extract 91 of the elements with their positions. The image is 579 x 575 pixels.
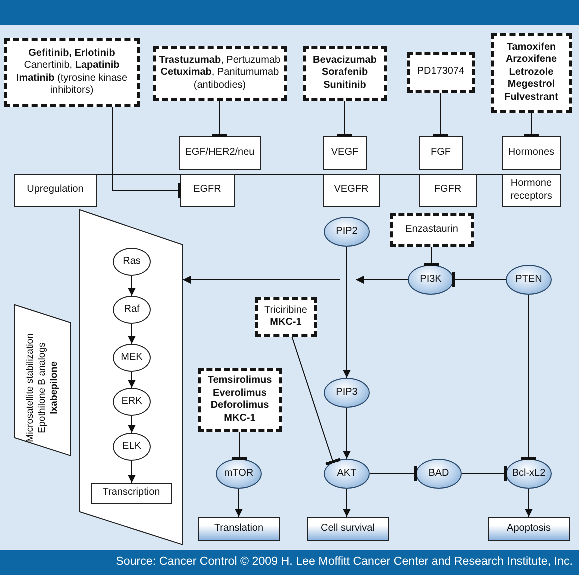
node-text: mTOR: [224, 468, 254, 480]
node-text: Hormones: [508, 146, 555, 160]
label-box: [179, 136, 261, 170]
arrow: [343, 246, 351, 378]
node-text: VEGFR: [334, 184, 369, 197]
node-text: Gefitinib, Erlotinib Canertinib, Lapatinib Imatinib (tyrosine kinase inhibitors): [15, 48, 129, 98]
node-text: Bevacizumab Sorafenib Sunitinib: [312, 54, 378, 92]
inhibition-line: [524, 112, 539, 138]
node-text: VEGF: [331, 146, 359, 160]
node-text: Raf: [124, 304, 140, 316]
node-text: PIP2: [336, 226, 358, 238]
node-text: EGFR: [194, 184, 222, 197]
node-text: PD173074: [417, 66, 465, 79]
node-text: Transcription: [102, 487, 160, 500]
arrow: [128, 372, 136, 388]
label-box: [502, 174, 561, 207]
node-text: Tamoxifen Arzoxifene Letrozole Megestrol Fulvestrant: [504, 42, 560, 104]
outcome-box: [488, 517, 570, 541]
arrow: [128, 416, 136, 434]
node-text: ELK: [122, 440, 142, 454]
node-text: Triciribine MKC-1: [264, 304, 308, 330]
node-text: Hormone receptors: [510, 178, 554, 203]
arrow: [235, 488, 243, 518]
inhibition-line: [452, 272, 506, 288]
node-text: EGF/HER2/neu: [185, 146, 255, 160]
inhibition-line: [212, 100, 228, 138]
source-caption: Source: Cancer Control © 2009 H. Lee Moffitt Cancer Center and Research Institute, Inc.: [116, 555, 573, 568]
node-text: Upregulation: [27, 184, 84, 197]
inhibition-line: [462, 466, 508, 482]
inhibitor-box: [407, 52, 475, 93]
node-text: MEK: [121, 352, 143, 364]
arrow: [356, 276, 408, 284]
inhibition-line: [112, 106, 182, 198]
label-box: [419, 136, 463, 170]
label-box: [14, 174, 97, 207]
inhibitor-box: [491, 33, 572, 113]
protein-ellipse: [216, 459, 262, 489]
inhibitor-box: [198, 368, 282, 432]
node-text: BAD: [428, 468, 450, 480]
node-text: Ras: [123, 256, 141, 268]
outcome-box: [307, 517, 389, 541]
label-box: [323, 136, 367, 170]
label-box: [180, 174, 235, 207]
node-text: PI3K: [420, 274, 442, 286]
inhibitor-box: [4, 38, 140, 107]
inhibition-line: [370, 466, 418, 482]
protein-ellipse: [416, 459, 462, 489]
node-text: AKT: [337, 468, 357, 480]
node-text: Cell survival: [321, 522, 375, 536]
node-text: PTEN: [516, 274, 542, 286]
protein-ellipse: [506, 459, 552, 489]
label-box: [419, 174, 477, 207]
arrow: [128, 324, 136, 344]
drug-text: Microsatellite stabilization Epothilone B analogs Ixabepilone: [25, 332, 61, 444]
inhibition-line: [522, 294, 536, 460]
pathway-panel: [80, 210, 183, 545]
outcome-box: [198, 517, 280, 541]
inhibitor-box: [255, 297, 317, 337]
protein-ellipse: [506, 265, 552, 295]
drug-panel: [15, 305, 71, 456]
node-text: Apoptosis: [507, 522, 551, 536]
label-box: [91, 483, 172, 504]
inhibition-line: [434, 92, 448, 138]
node-text: Temsirolimus Everolimus Deforolimus MKC-1: [206, 375, 274, 425]
inhibition-line: [424, 246, 440, 266]
protein-ellipse: [324, 217, 370, 247]
node-text: FGF: [431, 146, 451, 160]
label-box: [502, 136, 561, 170]
protein-ellipse: [324, 378, 370, 408]
node-text: Bcl-xL2: [512, 468, 546, 480]
protein-ellipse: [408, 265, 454, 295]
arrow: [525, 488, 533, 518]
inhibition-line: [292, 336, 341, 466]
arrow: [128, 460, 136, 484]
node-text: FGFR: [434, 184, 462, 197]
node-text: Trastuzumab, Pertuzumab Cetuximab, Panitumumab (antibodies): [158, 54, 282, 92]
inhibitor-box: [303, 46, 387, 101]
inhibitor-box: [390, 213, 474, 247]
arrow: [182, 276, 340, 284]
label-box: [323, 174, 380, 207]
node-text: ERK: [122, 396, 142, 408]
arrow: [343, 488, 351, 518]
inhibition-line: [338, 100, 352, 138]
arrow: [343, 408, 351, 460]
arrow: [128, 276, 136, 296]
node-text: Enzastaurin: [406, 224, 458, 236]
inhibition-line: [232, 432, 248, 460]
inhibitor-box: [153, 46, 287, 101]
protein-ellipse: [324, 459, 370, 489]
node-text: PIP3: [336, 386, 358, 400]
node-text: Translation: [214, 522, 264, 536]
